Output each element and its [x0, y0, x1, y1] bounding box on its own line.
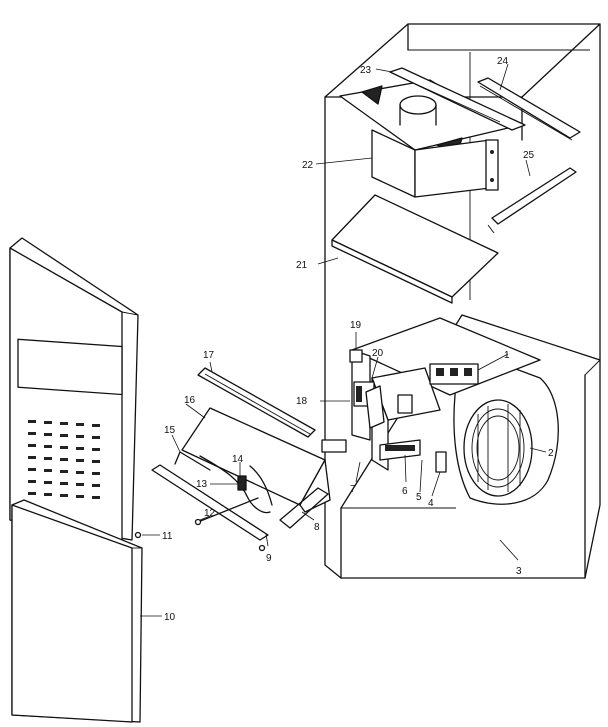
callout-18: 18 — [296, 396, 308, 407]
callout-25: 25 — [523, 150, 535, 161]
callout-6: 6 — [402, 486, 408, 497]
callout-24: 24 — [497, 56, 509, 67]
blower-housing — [453, 362, 559, 505]
callout-15: 15 — [164, 425, 176, 436]
callout-16: 16 — [184, 395, 196, 406]
callout-8: 8 — [314, 522, 320, 533]
cabinet — [324, 23, 601, 579]
callout-2: 2 — [548, 448, 554, 459]
callout-11: 11 — [162, 531, 173, 542]
burner-assembly — [151, 367, 331, 552]
callout-22: 22 — [302, 160, 314, 171]
callout-17: 17 — [203, 350, 215, 361]
callout-12: 12 — [204, 508, 216, 519]
callout-1: 1 — [504, 350, 510, 361]
callout-19: 19 — [350, 320, 362, 331]
callout-13: 13 — [196, 479, 208, 490]
callout-labels: 1 2 3 4 5 6 7 8 9 10 11 12 13 14 15 16 1… — [162, 56, 554, 623]
bracket-24 — [477, 77, 581, 141]
callout-23: 23 — [360, 65, 372, 76]
louver-grid — [28, 420, 100, 499]
front-door-lower — [11, 499, 143, 723]
callout-14: 14 — [232, 454, 244, 465]
control-components — [321, 349, 479, 473]
leader-lines — [140, 63, 547, 617]
heat-exchanger-top — [339, 79, 509, 198]
callout-4: 4 — [428, 498, 434, 509]
rail-23 — [389, 67, 526, 131]
callout-7: 7 — [350, 484, 356, 495]
callout-10: 10 — [164, 612, 176, 623]
callout-21: 21 — [296, 260, 308, 271]
callout-5: 5 — [416, 492, 422, 503]
callout-3: 3 — [516, 566, 522, 577]
callout-20: 20 — [372, 348, 384, 359]
bracket-25 — [487, 167, 577, 234]
baffle-21 — [331, 194, 499, 304]
front-door-upper — [9, 237, 142, 541]
callout-9: 9 — [266, 553, 272, 564]
